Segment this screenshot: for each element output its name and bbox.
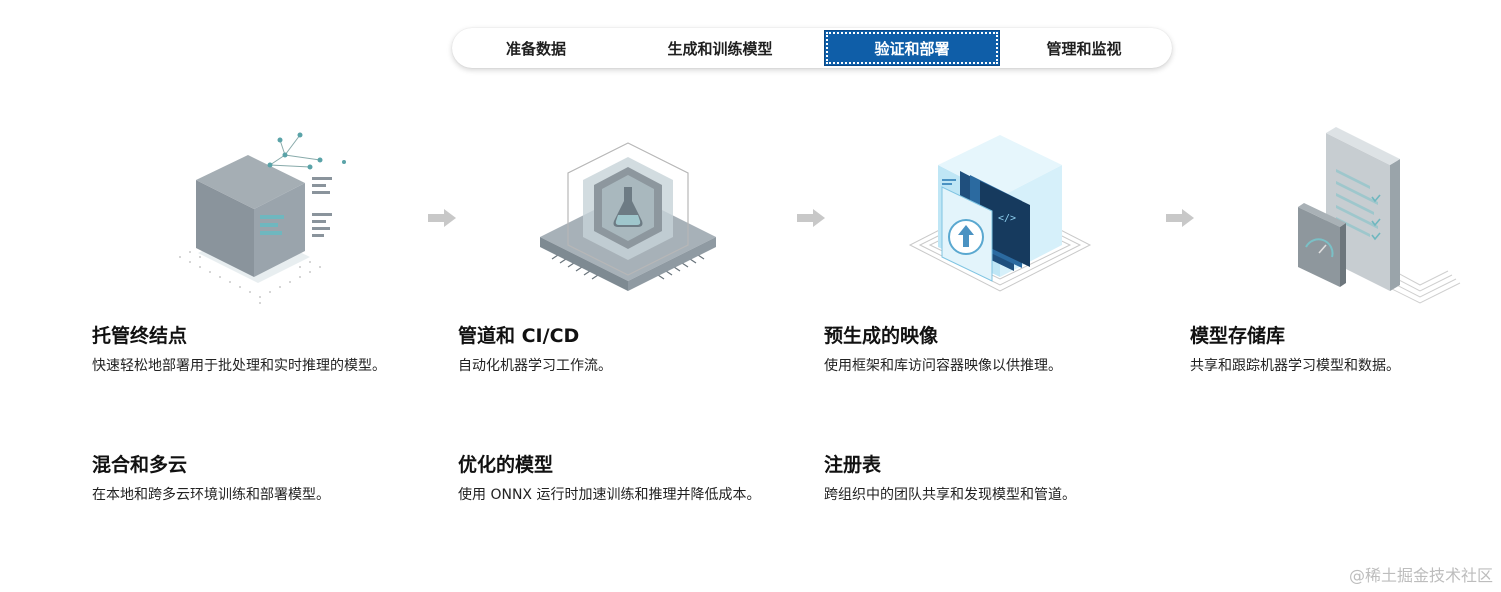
feature-prebuilt-images: 预生成的映像 使用框架和库访问容器映像以供推理。 [824, 323, 1169, 378]
feature-model-repository: 模型存储库 共享和跟踪机器学习模型和数据。 [1190, 323, 1490, 378]
svg-text:</>: </> [998, 213, 1016, 224]
feature-title: 预生成的映像 [824, 325, 939, 347]
feature-description: 在本地和跨多云环境训练和部署模型。 [92, 487, 330, 503]
feature-title: 托管终结点 [92, 325, 188, 347]
feature-title: 模型存储库 [1190, 325, 1286, 347]
feature-title: 注册表 [824, 454, 882, 476]
feature-title: 优化的模型 [458, 454, 554, 476]
watermark: @稀土掘金技术社区 [1348, 566, 1493, 585]
feature-description: 使用框架和库访问容器映像以供推理。 [824, 358, 1062, 374]
tab-validate-deploy[interactable]: 验证和部署 [824, 30, 1000, 66]
feature-description: 快速轻松地部署用于批处理和实时推理的模型。 [92, 358, 386, 374]
arrow-right-icon [428, 208, 458, 228]
feature-pipelines-cicd: 管道和 CI/CD 自动化机器学习工作流。 [458, 323, 803, 378]
document-gauge-icon [1270, 125, 1470, 315]
feature-managed-endpoints: 托管终结点 快速轻松地部署用于批处理和实时推理的模型。 [92, 323, 437, 378]
feature-description: 使用 ONNX 运行时加速训练和推理并降低成本。 [458, 487, 761, 503]
arrow-right-icon [1166, 208, 1196, 228]
feature-optimized-models: 优化的模型 使用 ONNX 运行时加速训练和推理并降低成本。 [458, 452, 778, 507]
cube-network-icon [160, 125, 360, 315]
arrow-right-icon [797, 208, 827, 228]
tab-manage-monitor[interactable]: 管理和监视 [1046, 39, 1122, 58]
tab-prepare-data[interactable]: 准备数据 [505, 39, 566, 58]
feature-title: 管道和 CI/CD [458, 325, 580, 347]
feature-description: 共享和跟踪机器学习模型和数据。 [1190, 358, 1400, 374]
feature-title: 混合和多云 [92, 454, 188, 476]
tab-bar: 准备数据 生成和训练模型 验证和部署 管理和监视 [452, 28, 1172, 68]
container-image-icon: </> [900, 125, 1100, 315]
feature-description: 跨组织中的团队共享和发现模型和管道。 [824, 487, 1076, 503]
feature-registries: 注册表 跨组织中的团队共享和发现模型和管道。 [824, 452, 1169, 507]
feature-description: 自动化机器学习工作流。 [458, 358, 612, 374]
feature-hybrid-multicloud: 混合和多云 在本地和跨多云环境训练和部署模型。 [92, 452, 437, 507]
chip-flask-icon [528, 125, 728, 315]
tab-build-train[interactable]: 生成和训练模型 [667, 39, 773, 58]
